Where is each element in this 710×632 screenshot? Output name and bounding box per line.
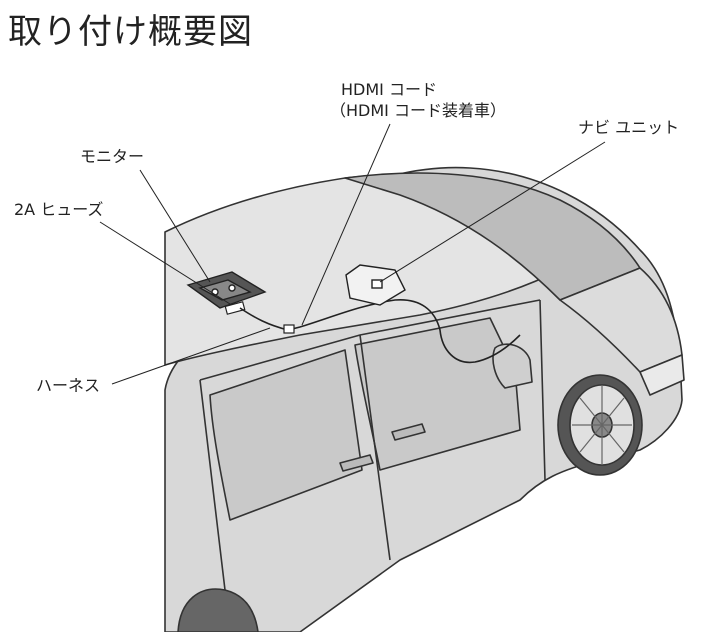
leader-hdmi-cord	[301, 123, 391, 326]
vehicle-rear-wheel	[177, 588, 259, 632]
label-harness: ハーネス	[36, 376, 101, 395]
vehicle-windshield	[344, 172, 641, 301]
vehicle-rear-window	[209, 349, 363, 521]
vehicle-door-handle-rear	[339, 454, 374, 472]
vehicle-door-lines	[199, 299, 546, 632]
leader-lines	[99, 123, 606, 385]
navi-unit	[345, 264, 406, 306]
vehicle-side-mirror	[492, 343, 533, 389]
leader-harness	[111, 327, 271, 385]
label-monitor: モニター	[80, 147, 145, 166]
label-navi-unit: ナビ ユニット	[578, 118, 680, 137]
monitor-unit	[186, 271, 267, 309]
label-hdmi-cord-note: （HDMI コード装着車）	[330, 101, 506, 120]
vehicle-headlight	[639, 354, 685, 396]
leader-fuse	[99, 221, 231, 305]
leader-navi-unit	[379, 141, 606, 283]
page-title: 取り付け概要図	[8, 12, 253, 52]
vehicle-illustration	[164, 166, 685, 632]
vehicle-front-wheel	[557, 374, 643, 476]
fuse-2a	[224, 301, 246, 315]
label-fuse-2a: 2A ヒューズ	[14, 200, 104, 219]
vehicle-door-handle-front	[391, 423, 426, 441]
label-hdmi-cord: HDMI コード	[341, 80, 437, 99]
harness-connector	[283, 324, 295, 334]
leader-monitor	[139, 169, 211, 283]
